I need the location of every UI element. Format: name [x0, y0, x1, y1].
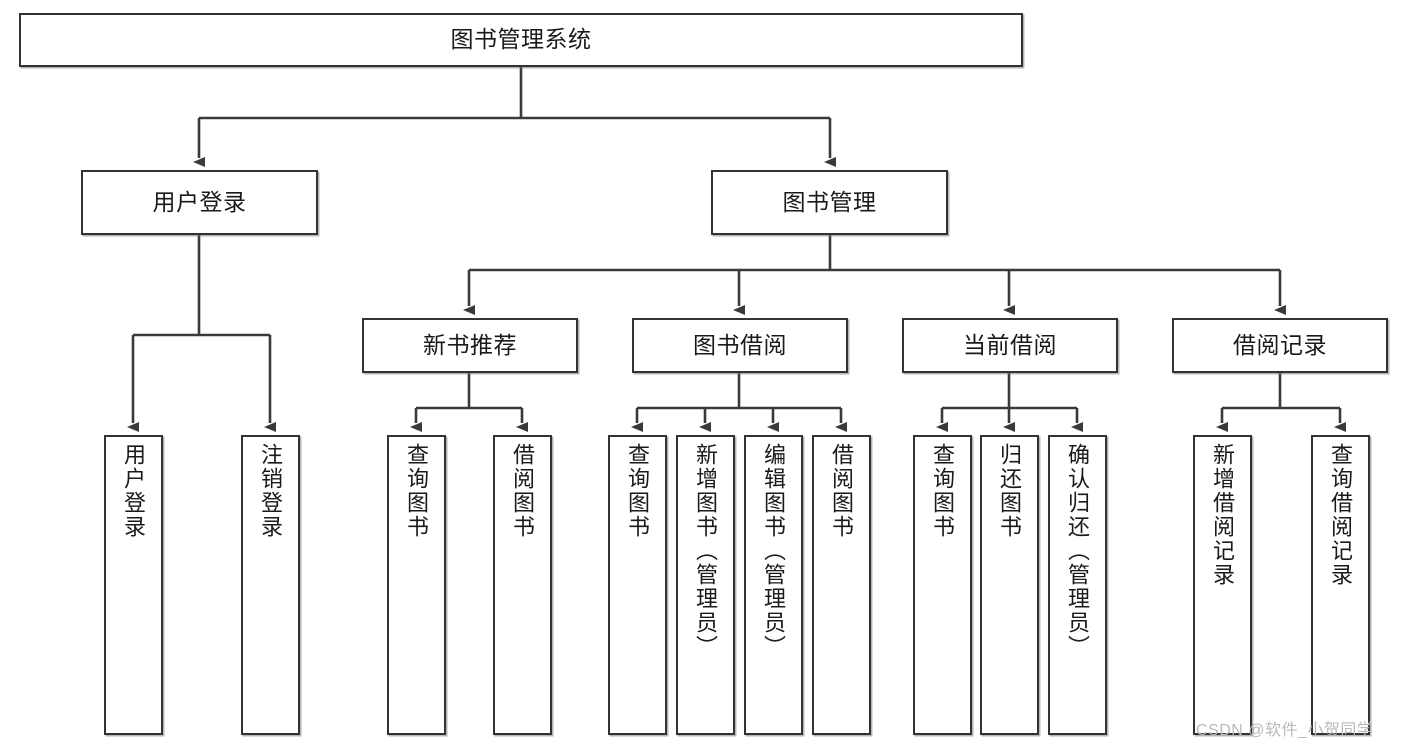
node-label: 查询图书 [625, 443, 651, 539]
watermark: CSDN @软件_小贺同学 [1196, 722, 1374, 739]
node-label: 新书推荐 [423, 331, 517, 358]
leaf-add-book-admin[interactable]: 新增图书（管理员） [676, 435, 735, 735]
node-label: 用户登录 [152, 188, 247, 215]
node-label: 新增借阅记录 [1210, 443, 1236, 587]
leaf-add-borrow-record[interactable]: 新增借阅记录 [1193, 435, 1252, 735]
node-label: 新增图书（管理员） [693, 443, 719, 659]
node-current-borrow[interactable]: 当前借阅 [902, 318, 1118, 373]
node-label: 编辑图书（管理员） [761, 443, 787, 659]
leaf-query-book-recommend[interactable]: 查询图书 [387, 435, 446, 735]
node-label: 借阅图书 [510, 443, 536, 539]
node-label: 查询借阅记录 [1328, 443, 1354, 587]
node-label: 图书管理系统 [450, 26, 592, 53]
node-user-login[interactable]: 用户登录 [81, 170, 318, 235]
leaf-return-book[interactable]: 归还图书 [980, 435, 1039, 735]
node-label: 注销登录 [258, 443, 284, 539]
leaf-confirm-return-admin[interactable]: 确认归还（管理员） [1048, 435, 1107, 735]
node-label: 查询图书 [404, 443, 430, 539]
node-label: 借阅图书 [829, 443, 855, 539]
node-label: 查询图书 [930, 443, 956, 539]
node-label: 确认归还（管理员） [1065, 443, 1091, 659]
leaf-query-borrow-record[interactable]: 查询借阅记录 [1311, 435, 1370, 735]
node-borrow-record[interactable]: 借阅记录 [1172, 318, 1388, 373]
node-label: 图书借阅 [693, 331, 787, 358]
node-label: 当前借阅 [963, 331, 1057, 358]
node-book-management[interactable]: 图书管理 [711, 170, 948, 235]
leaf-borrow-book-recommend[interactable]: 借阅图书 [493, 435, 552, 735]
node-label: 借阅记录 [1233, 331, 1327, 358]
node-label: 图书管理 [782, 188, 877, 215]
node-book-borrow[interactable]: 图书借阅 [632, 318, 848, 373]
leaf-edit-book-admin[interactable]: 编辑图书（管理员） [744, 435, 803, 735]
leaf-user-logout[interactable]: 注销登录 [241, 435, 300, 735]
node-root-system[interactable]: 图书管理系统 [19, 13, 1023, 67]
leaf-query-book-current[interactable]: 查询图书 [913, 435, 972, 735]
leaf-user-login[interactable]: 用户登录 [104, 435, 163, 735]
leaf-borrow-book[interactable]: 借阅图书 [812, 435, 871, 735]
leaf-query-book-borrow[interactable]: 查询图书 [608, 435, 667, 735]
node-label: 归还图书 [997, 443, 1023, 539]
node-label: 用户登录 [121, 443, 147, 539]
node-new-book-recommend[interactable]: 新书推荐 [362, 318, 578, 373]
